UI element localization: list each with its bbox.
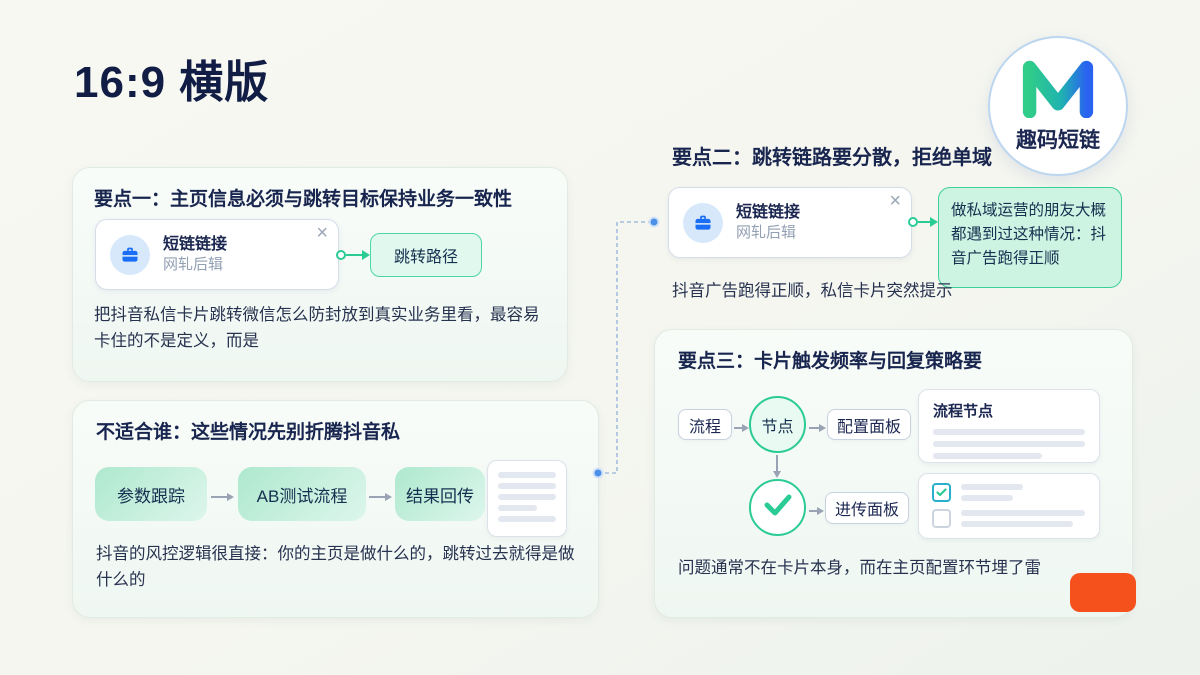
point3-body: 问题通常不在卡片本身，而在主页配置环节埋了雷 — [678, 559, 1041, 577]
arrow-right-icon — [211, 489, 235, 507]
audience-body: 抖音的风控逻辑很直接：你的主页是做什么的，跳转过去就得是做什么的 — [96, 545, 575, 590]
point1-heading: 要点一：主页信息必须与跳转目标保持业务一致性 — [94, 189, 513, 210]
arrow-right-icon — [809, 420, 827, 438]
skeleton-line — [933, 441, 1085, 447]
flow-start-box: 流程 — [678, 409, 732, 440]
shortlink-node-card-1: 短链链接 网轧后辑 × — [95, 219, 339, 290]
dashed-connector — [592, 216, 660, 479]
flow-side-panel: 流程节点 — [918, 389, 1100, 463]
skeleton-line — [961, 510, 1085, 516]
node-title: 短链链接 — [163, 235, 228, 253]
connector-line — [918, 221, 931, 223]
config-panel-box: 配置面板 — [827, 409, 911, 440]
arrow-down-icon — [772, 455, 782, 484]
step-pill-result: 结果回传 — [395, 467, 485, 521]
checkmark-icon — [763, 493, 793, 522]
brand-logo: 趣码短链 — [988, 36, 1128, 176]
point2-callout: 做私域运营的朋友大概都遇到过这种情况：抖音广告跑得正顺 — [938, 187, 1122, 288]
skeleton-line — [498, 516, 556, 522]
connector-dot — [336, 250, 346, 260]
connector-line — [346, 254, 363, 256]
check-circle — [749, 479, 806, 536]
checkbox-unchecked[interactable] — [932, 509, 951, 528]
checklist-panel — [918, 473, 1100, 539]
node-subtitle: 网轧后辑 — [163, 256, 224, 274]
arrow-right-icon — [734, 420, 750, 438]
skeleton-line — [498, 505, 538, 511]
skeleton-line — [933, 453, 1043, 459]
jump-path-button[interactable]: 跳转路径 — [370, 233, 482, 277]
briefcase-icon — [683, 202, 723, 243]
side-panel-title: 流程节点 — [933, 403, 994, 420]
close-icon[interactable]: × — [316, 222, 328, 244]
skeleton-line — [961, 484, 1023, 490]
arrow-right-icon — [369, 489, 393, 507]
result-skeleton-card — [487, 460, 567, 537]
shortlink-node-card-2: 短链链接 网轧后辑 × — [668, 187, 912, 258]
audience-heading: 不适合谁：这些情况先别折腾抖音私 — [96, 422, 401, 443]
connector-dot — [908, 217, 918, 227]
orange-accent-block — [1070, 573, 1136, 612]
arrow-right-icon — [809, 503, 825, 521]
point1-body: 把抖音私信卡片跳转微信怎么防封放到真实业务里看，最容易卡住的不是定义，而是 — [94, 306, 540, 351]
m-logo-icon — [1018, 58, 1098, 123]
flow-node-circle: 节点 — [749, 396, 806, 453]
point2-heading: 要点二：跳转链路要分散，拒绝单域 — [672, 147, 992, 169]
skeleton-line — [498, 483, 556, 489]
skeleton-line — [498, 472, 556, 478]
skeleton-line — [498, 494, 556, 500]
skeleton-line — [961, 521, 1073, 527]
skeleton-line — [961, 495, 1013, 501]
point3-heading: 要点三：卡片触发频率与回复策略要 — [678, 351, 983, 372]
arrow-right-icon — [362, 250, 370, 260]
upload-panel-box: 进传面板 — [825, 492, 909, 524]
arrow-right-icon — [930, 217, 938, 227]
step-pill-abtest: AB测试流程 — [238, 467, 366, 521]
briefcase-icon — [110, 234, 150, 275]
brand-name: 趣码短链 — [1016, 129, 1100, 152]
node-title: 短链链接 — [736, 203, 801, 221]
skeleton-line — [933, 429, 1085, 435]
checkbox-checked[interactable] — [932, 483, 951, 502]
close-icon[interactable]: × — [889, 190, 901, 212]
point2-body: 抖音广告跑得正顺，私信卡片突然提示 — [672, 282, 953, 300]
node-subtitle: 网轧后辑 — [736, 224, 797, 242]
page-title: 16:9 横版 — [74, 58, 270, 107]
step-pill-params: 参数跟踪 — [95, 467, 207, 521]
